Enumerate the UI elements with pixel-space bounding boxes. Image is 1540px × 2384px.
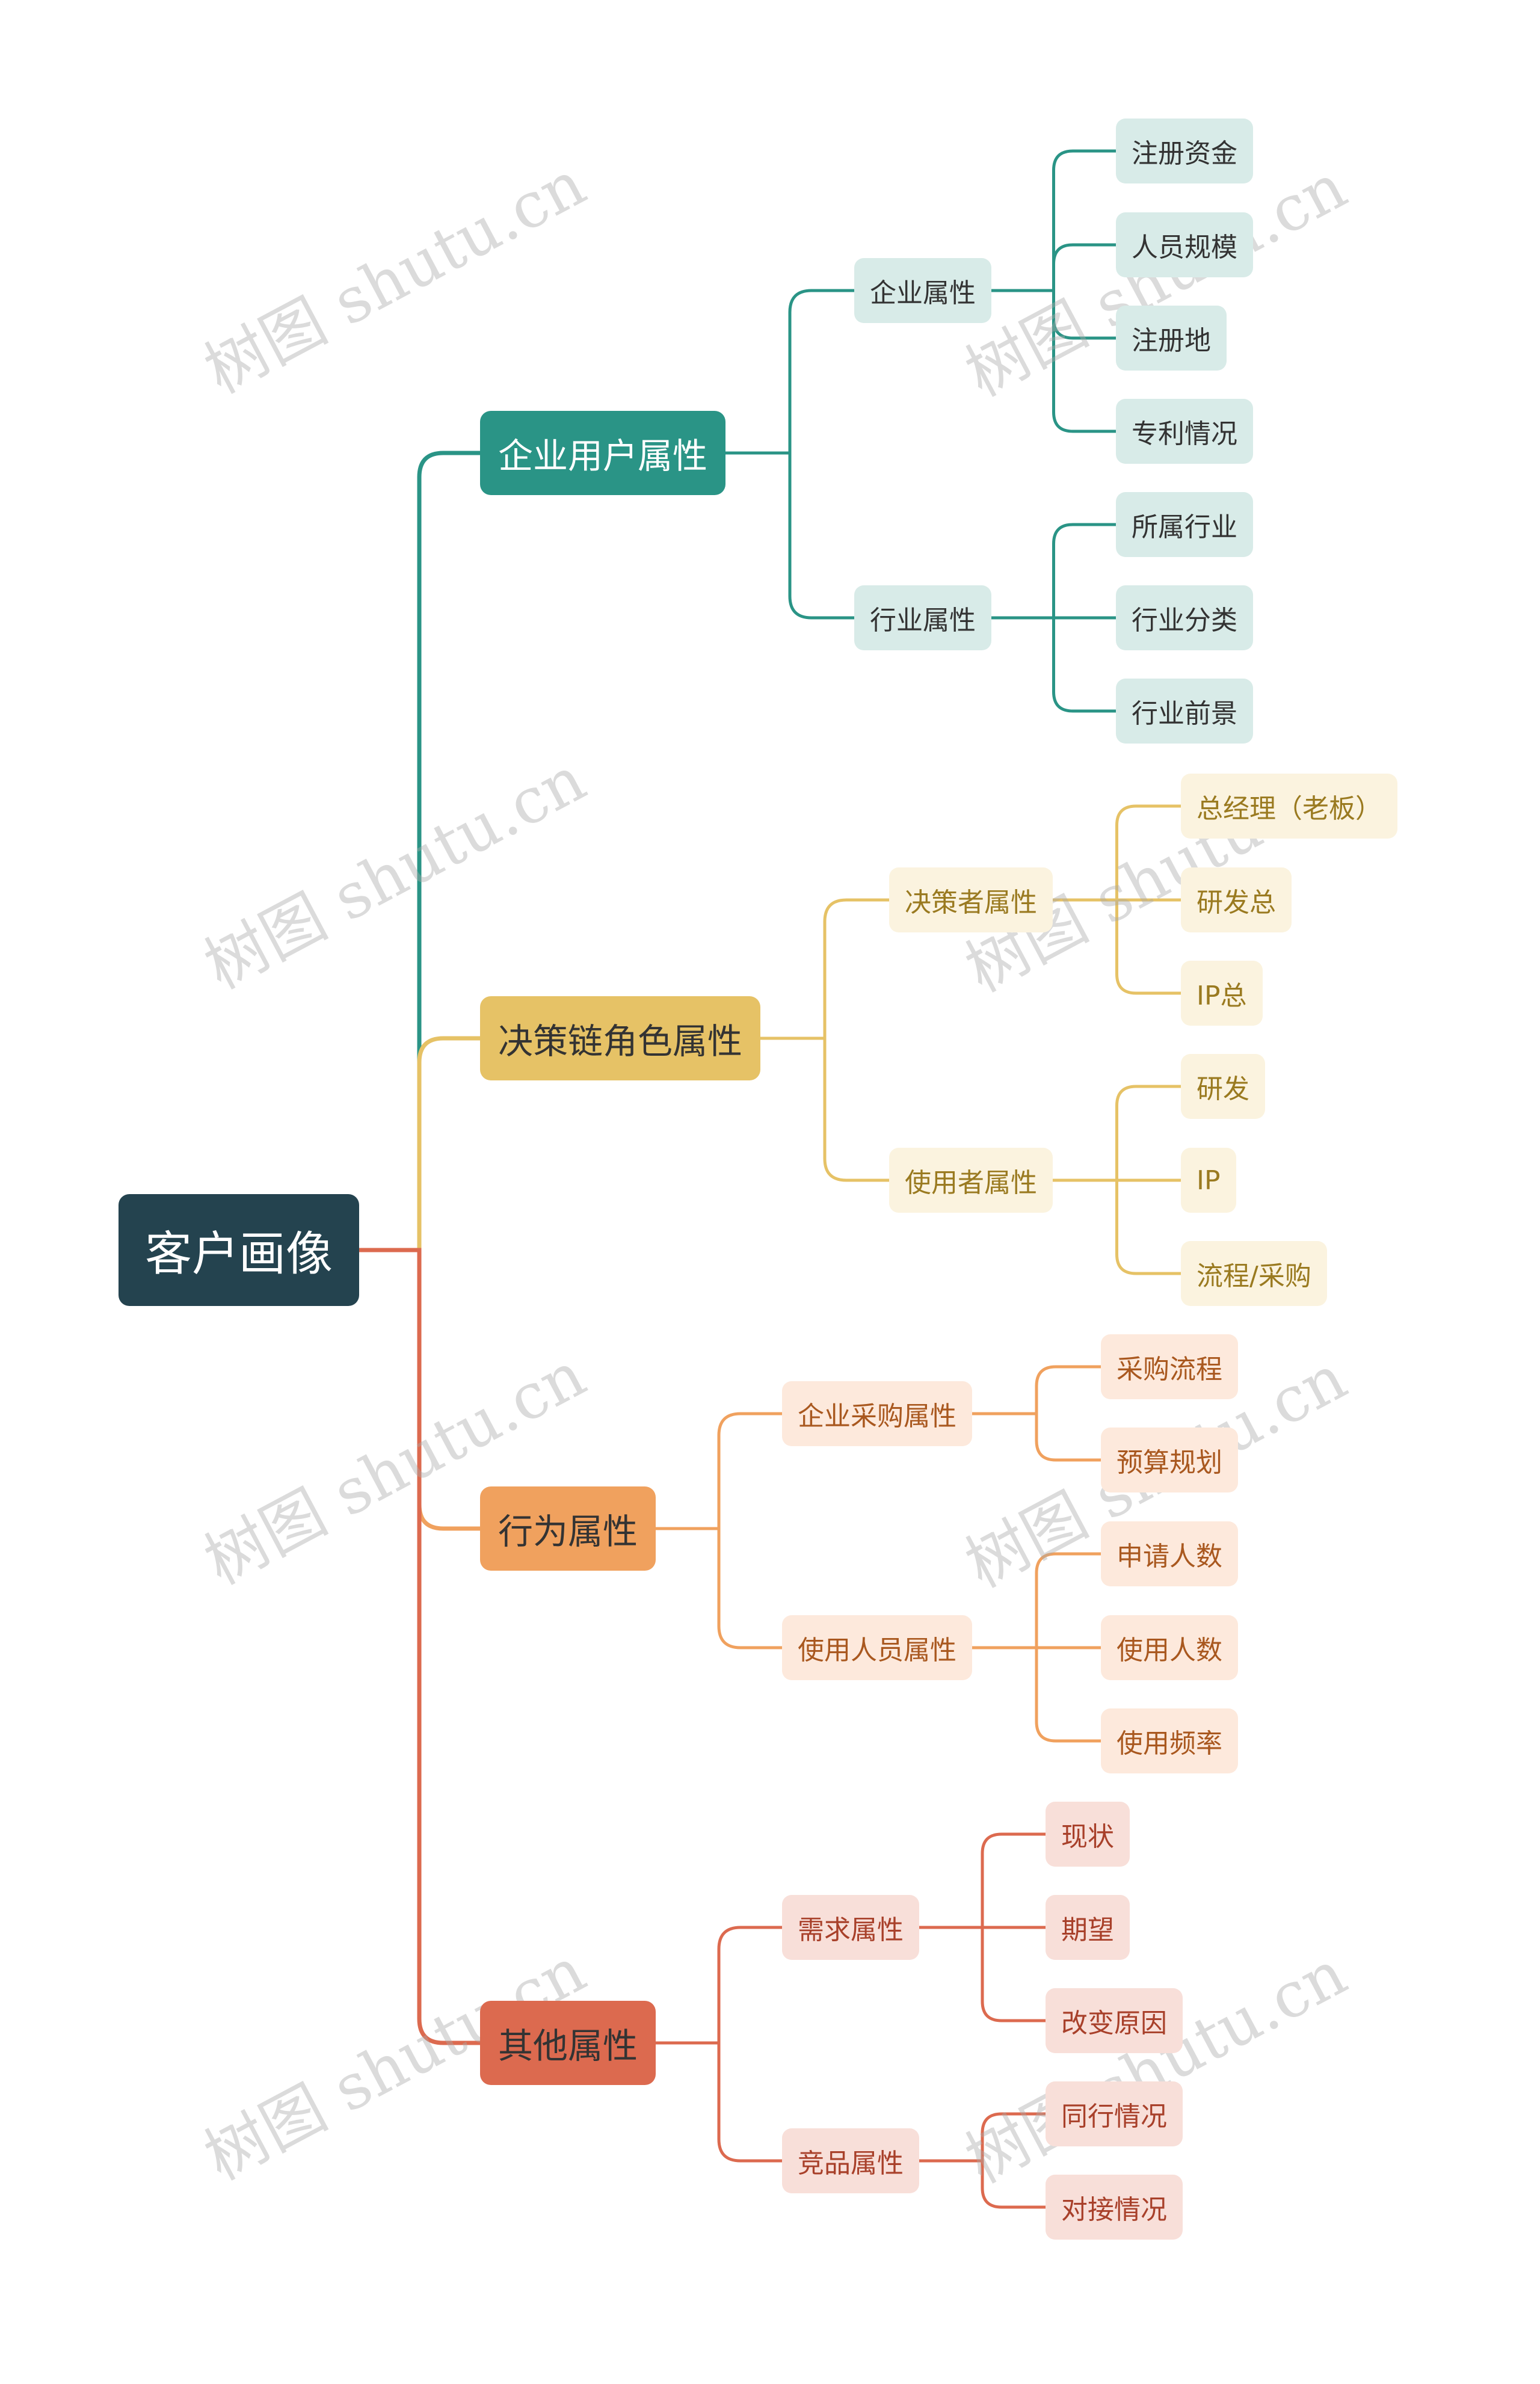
connector-sub-leaf <box>1051 1085 1183 1182</box>
branch-node-other[interactable]: 其他属性 <box>480 2001 656 2085</box>
branch-node-decision-chain[interactable]: 决策链角色属性 <box>480 996 761 1080</box>
leaf-node[interactable]: 申请人数 <box>1101 1521 1238 1586</box>
connector-branch-sub <box>654 1412 784 1530</box>
root-node[interactable]: 客户画像 <box>119 1194 359 1306</box>
connector-sub-leaf <box>970 1412 1103 1462</box>
connector-root-branch <box>357 1036 482 1252</box>
connector-sub-leaf <box>990 243 1118 292</box>
leaf-node[interactable]: IP <box>1181 1148 1236 1213</box>
connector-sub-leaf <box>917 2112 1047 2163</box>
connector-sub-leaf <box>990 523 1118 620</box>
connector-root-branch <box>357 1248 482 2045</box>
leaf-node[interactable]: 对接情况 <box>1046 2175 1183 2240</box>
connector-branch-sub <box>654 2041 784 2163</box>
connector-branch-sub <box>724 289 856 455</box>
leaf-node[interactable]: 预算规划 <box>1101 1428 1238 1492</box>
branch-node-enterprise-user[interactable]: 企业用户属性 <box>480 411 726 495</box>
connector-branch-sub <box>654 1527 784 1649</box>
sub-node-decision-maker-attrs[interactable]: 决策者属性 <box>889 867 1053 932</box>
connector-sub-leaf <box>970 1552 1103 1649</box>
leaf-node[interactable]: 采购流程 <box>1101 1334 1238 1399</box>
connector-branch-sub <box>759 898 891 1040</box>
leaf-node[interactable]: 注册资金 <box>1116 119 1253 183</box>
connector-sub-leaf <box>917 1926 1047 2022</box>
leaf-node[interactable]: 人员规模 <box>1116 212 1253 277</box>
leaf-node[interactable]: 期望 <box>1046 1895 1130 1960</box>
branch-node-behavior[interactable]: 行为属性 <box>480 1486 656 1571</box>
leaf-node[interactable]: 行业分类 <box>1116 585 1253 650</box>
sub-node-enterprise-attrs[interactable]: 企业属性 <box>854 258 991 323</box>
leaf-node[interactable]: 注册地 <box>1116 306 1227 371</box>
sub-node-procurement-attrs[interactable]: 企业采购属性 <box>782 1381 972 1446</box>
connector-sub-leaf <box>990 289 1118 433</box>
connector-root-branch <box>357 451 482 1252</box>
leaf-node[interactable]: 改变原因 <box>1046 1988 1183 2053</box>
connector-sub-leaf <box>970 1646 1103 1743</box>
connector-sub-leaf <box>1051 898 1183 995</box>
connector-sub-leaf <box>990 149 1118 292</box>
sub-node-staff-usage-attrs[interactable]: 使用人员属性 <box>782 1615 972 1680</box>
leaf-node[interactable]: 专利情况 <box>1116 399 1253 464</box>
connector-branch-sub <box>724 451 856 620</box>
connector-sub-leaf <box>990 616 1118 713</box>
leaf-node[interactable]: 研发总 <box>1181 867 1292 932</box>
connector-sub-leaf <box>917 1832 1047 1929</box>
leaf-node[interactable]: 使用频率 <box>1101 1708 1238 1773</box>
connector-sub-leaf <box>970 1365 1103 1415</box>
leaf-node[interactable]: IP总 <box>1181 961 1263 1026</box>
connector-sub-leaf <box>1051 804 1183 902</box>
leaf-node[interactable]: 流程/采购 <box>1181 1241 1327 1306</box>
leaf-node[interactable]: 研发 <box>1181 1054 1265 1119</box>
connector-branch-sub <box>759 1036 891 1182</box>
leaf-node[interactable]: 使用人数 <box>1101 1615 1238 1680</box>
sub-node-user-attrs[interactable]: 使用者属性 <box>889 1148 1053 1213</box>
connector-branch-sub <box>654 1926 784 2045</box>
leaf-node[interactable]: 总经理（老板） <box>1181 774 1397 839</box>
connector-sub-leaf <box>917 2159 1047 2209</box>
leaf-node[interactable]: 行业前景 <box>1116 679 1253 744</box>
leaf-node[interactable]: 同行情况 <box>1046 2081 1183 2146</box>
sub-node-competitor-attrs[interactable]: 竞品属性 <box>782 2128 919 2193</box>
leaf-node[interactable]: 现状 <box>1046 1802 1130 1867</box>
leaf-node[interactable]: 所属行业 <box>1116 492 1253 557</box>
connector-sub-leaf <box>1051 1178 1183 1275</box>
sub-node-demand-attrs[interactable]: 需求属性 <box>782 1895 919 1960</box>
sub-node-industry-attrs[interactable]: 行业属性 <box>854 585 991 650</box>
